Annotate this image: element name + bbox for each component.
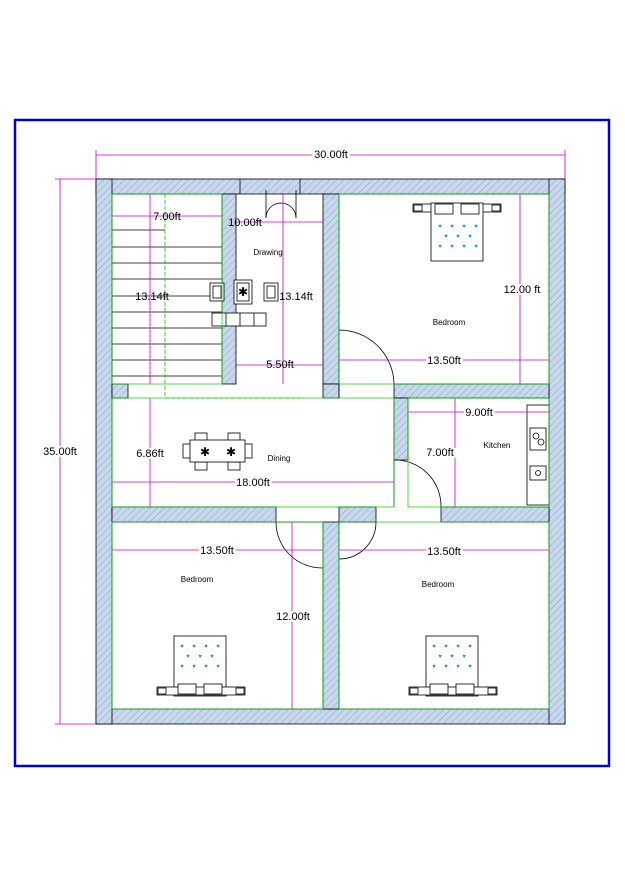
- svg-text:♥: ♥: [456, 644, 460, 650]
- svg-text:✱: ✱: [226, 445, 236, 459]
- dining-width-label: 18.00ft: [236, 477, 270, 489]
- svg-text:♥: ♥: [462, 654, 466, 660]
- overall-depth-label: 35.00ft: [43, 446, 77, 458]
- kitchen-width-label: 9.00ft: [465, 407, 493, 419]
- room-label-bedroom-left: Bedroom: [181, 575, 214, 584]
- overall-width-label: 30.00ft: [314, 149, 348, 161]
- kitchen-counter-icon: [526, 404, 550, 506]
- svg-text:♥: ♥: [192, 664, 196, 670]
- room-label-bedroom-right: Bedroom: [422, 580, 455, 589]
- svg-text:♥: ♥: [462, 244, 466, 250]
- bed-top-length-label: 12.00 ft: [504, 284, 541, 296]
- sofa-set-icon: ✱: [209, 279, 279, 327]
- dining-length-label: 6.86ft: [136, 448, 164, 460]
- svg-text:♥: ♥: [456, 664, 460, 670]
- drawing-width-label: 10.00ft: [228, 217, 262, 229]
- svg-text:♥: ♥: [468, 234, 472, 240]
- svg-text:♥: ♥: [204, 664, 208, 670]
- svg-text:♥: ♥: [204, 644, 208, 650]
- svg-text:✱: ✱: [238, 285, 248, 299]
- svg-text:♥: ♥: [468, 664, 472, 670]
- svg-text:♥: ♥: [450, 224, 454, 230]
- svg-text:♥: ♥: [468, 644, 472, 650]
- svg-text:♥: ♥: [474, 244, 478, 250]
- svg-text:♥: ♥: [438, 654, 442, 660]
- svg-text:♥: ♥: [444, 664, 448, 670]
- bed-icon: ♥♥♥♥ ♥♥♥ ♥♥♥♥: [412, 202, 502, 262]
- svg-text:♥: ♥: [474, 224, 478, 230]
- stair-width-label: 7.00ft: [153, 211, 181, 223]
- drawing-length-label: 13.14ft: [279, 291, 313, 303]
- dining-table-icon: ✱ ✱: [182, 432, 253, 471]
- svg-text:♥: ♥: [210, 654, 214, 660]
- svg-text:♥: ♥: [432, 644, 436, 650]
- staircase: [112, 194, 300, 399]
- svg-text:♥: ♥: [198, 654, 202, 660]
- bed-icon-right: ♥♥♥♥ ♥♥♥ ♥♥♥♥: [408, 635, 498, 697]
- svg-text:♥: ♥: [180, 664, 184, 670]
- stair-length-label: 13.14ft: [135, 291, 169, 303]
- dimension-lines: [55, 150, 566, 725]
- svg-text:✱: ✱: [200, 445, 210, 459]
- svg-text:♥: ♥: [180, 644, 184, 650]
- svg-text:♥: ♥: [462, 224, 466, 230]
- svg-text:♥: ♥: [438, 224, 442, 230]
- room-labels: Drawing Bedroom Dining Kitchen Bedroom B…: [181, 248, 511, 589]
- svg-text:♥: ♥: [432, 664, 436, 670]
- room-outlines: [111, 193, 550, 710]
- page-border: [13, 118, 611, 768]
- bed-left-width-label: 13.50ft: [200, 545, 234, 557]
- bed-top-width-label: 13.50ft: [427, 355, 461, 367]
- bed-left-length-label: 12.00ft: [276, 611, 310, 623]
- svg-text:♥: ♥: [186, 654, 190, 660]
- svg-text:♥: ♥: [216, 644, 220, 650]
- svg-text:♥: ♥: [216, 664, 220, 670]
- svg-text:♥: ♥: [444, 644, 448, 650]
- svg-text:♥: ♥: [192, 644, 196, 650]
- room-label-bedroom-top: Bedroom: [433, 318, 466, 327]
- svg-text:♥: ♥: [456, 234, 460, 240]
- walls: [95, 178, 566, 725]
- svg-text:♥: ♥: [450, 244, 454, 250]
- svg-text:♥: ♥: [444, 234, 448, 240]
- room-label-dining: Dining: [268, 454, 291, 463]
- drawing-lower-label: 5.50ft: [266, 359, 294, 371]
- dimension-labels: 30.00ft 35.00ft 7.00ft 10.00ft 13.14ft 1…: [41, 147, 542, 625]
- bed-right-width-label: 13.50ft: [427, 546, 461, 558]
- svg-text:♥: ♥: [438, 244, 442, 250]
- svg-text:♥: ♥: [450, 654, 454, 660]
- room-label-kitchen: Kitchen: [484, 441, 511, 450]
- room-label-drawing: Drawing: [253, 248, 282, 257]
- bed-icon-left: ♥♥♥♥ ♥♥♥ ♥♥♥♥: [156, 635, 246, 697]
- kitchen-length-label: 7.00ft: [426, 447, 454, 459]
